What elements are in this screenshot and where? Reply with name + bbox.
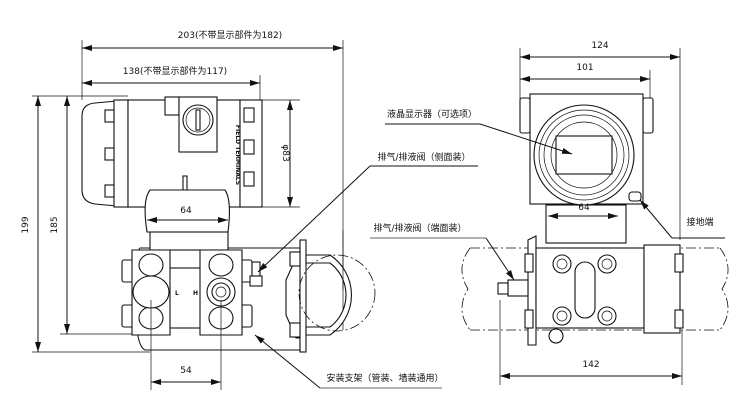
side-view: 203(不带显示部件为182) 138(不带显示部件为117) 199 185 … (21, 29, 478, 390)
low-side-label: L (175, 290, 179, 297)
conduit-entry-right (642, 97, 654, 134)
leader-side-vent (257, 165, 371, 273)
ground-label: 接地端 (686, 216, 713, 228)
leader-lcd (479, 123, 573, 155)
side-vent-valve (251, 261, 261, 277)
leader-ground (639, 199, 673, 239)
field-terminals-text: FIELD TERMINALS (234, 125, 241, 185)
dim-front-housing-width-label: 101 (576, 63, 593, 73)
dim-bottom-label: 142 (582, 360, 599, 370)
bracket-label: 安装支架（管装、墙装通用） (326, 372, 443, 384)
front-neck (545, 204, 627, 244)
dim-neck-label: 64 (180, 206, 192, 216)
side-vent-label: 排气/排液阀（侧面装） (377, 151, 470, 163)
cover-thread (113, 99, 129, 208)
dim-total-width-label: 203(不带显示部件为182) (178, 29, 282, 41)
dim-front-total-width-label: 124 (591, 41, 608, 51)
cover-lug (104, 109, 115, 123)
front-bracket (527, 235, 537, 346)
front-view: 124 101 64 142 (370, 41, 729, 385)
conduit-plug-left (519, 97, 531, 134)
dim-total-height-label: 199 (21, 216, 31, 233)
cover-lug (104, 147, 115, 161)
process-port (574, 261, 596, 319)
end-vent-label: 排气/排液阀（端面装） (373, 222, 466, 234)
lcd-display (555, 135, 613, 175)
dim-flange-spacing-label: 54 (180, 366, 192, 376)
dim-front-neck-label: 64 (578, 203, 590, 213)
dim-diameter-label: φ83 (280, 144, 290, 161)
conduit-plug (164, 96, 180, 116)
pipe-section (298, 254, 376, 332)
leader-end-vent (485, 237, 515, 281)
end-vent-valve (507, 279, 529, 297)
high-side-label: H (193, 290, 198, 297)
bracket-clamp (643, 244, 681, 334)
ground-terminal (628, 191, 642, 202)
dim-housing-width-label: 138(不带显示部件为117) (123, 65, 227, 77)
dim-height-label: 185 (50, 216, 60, 233)
leader-bracket (254, 334, 321, 389)
u-bolt (305, 254, 352, 336)
lcd-label: 液晶显示器（可选项） (387, 108, 477, 120)
cover-lug (104, 184, 115, 198)
mounting-pipe (470, 247, 720, 331)
